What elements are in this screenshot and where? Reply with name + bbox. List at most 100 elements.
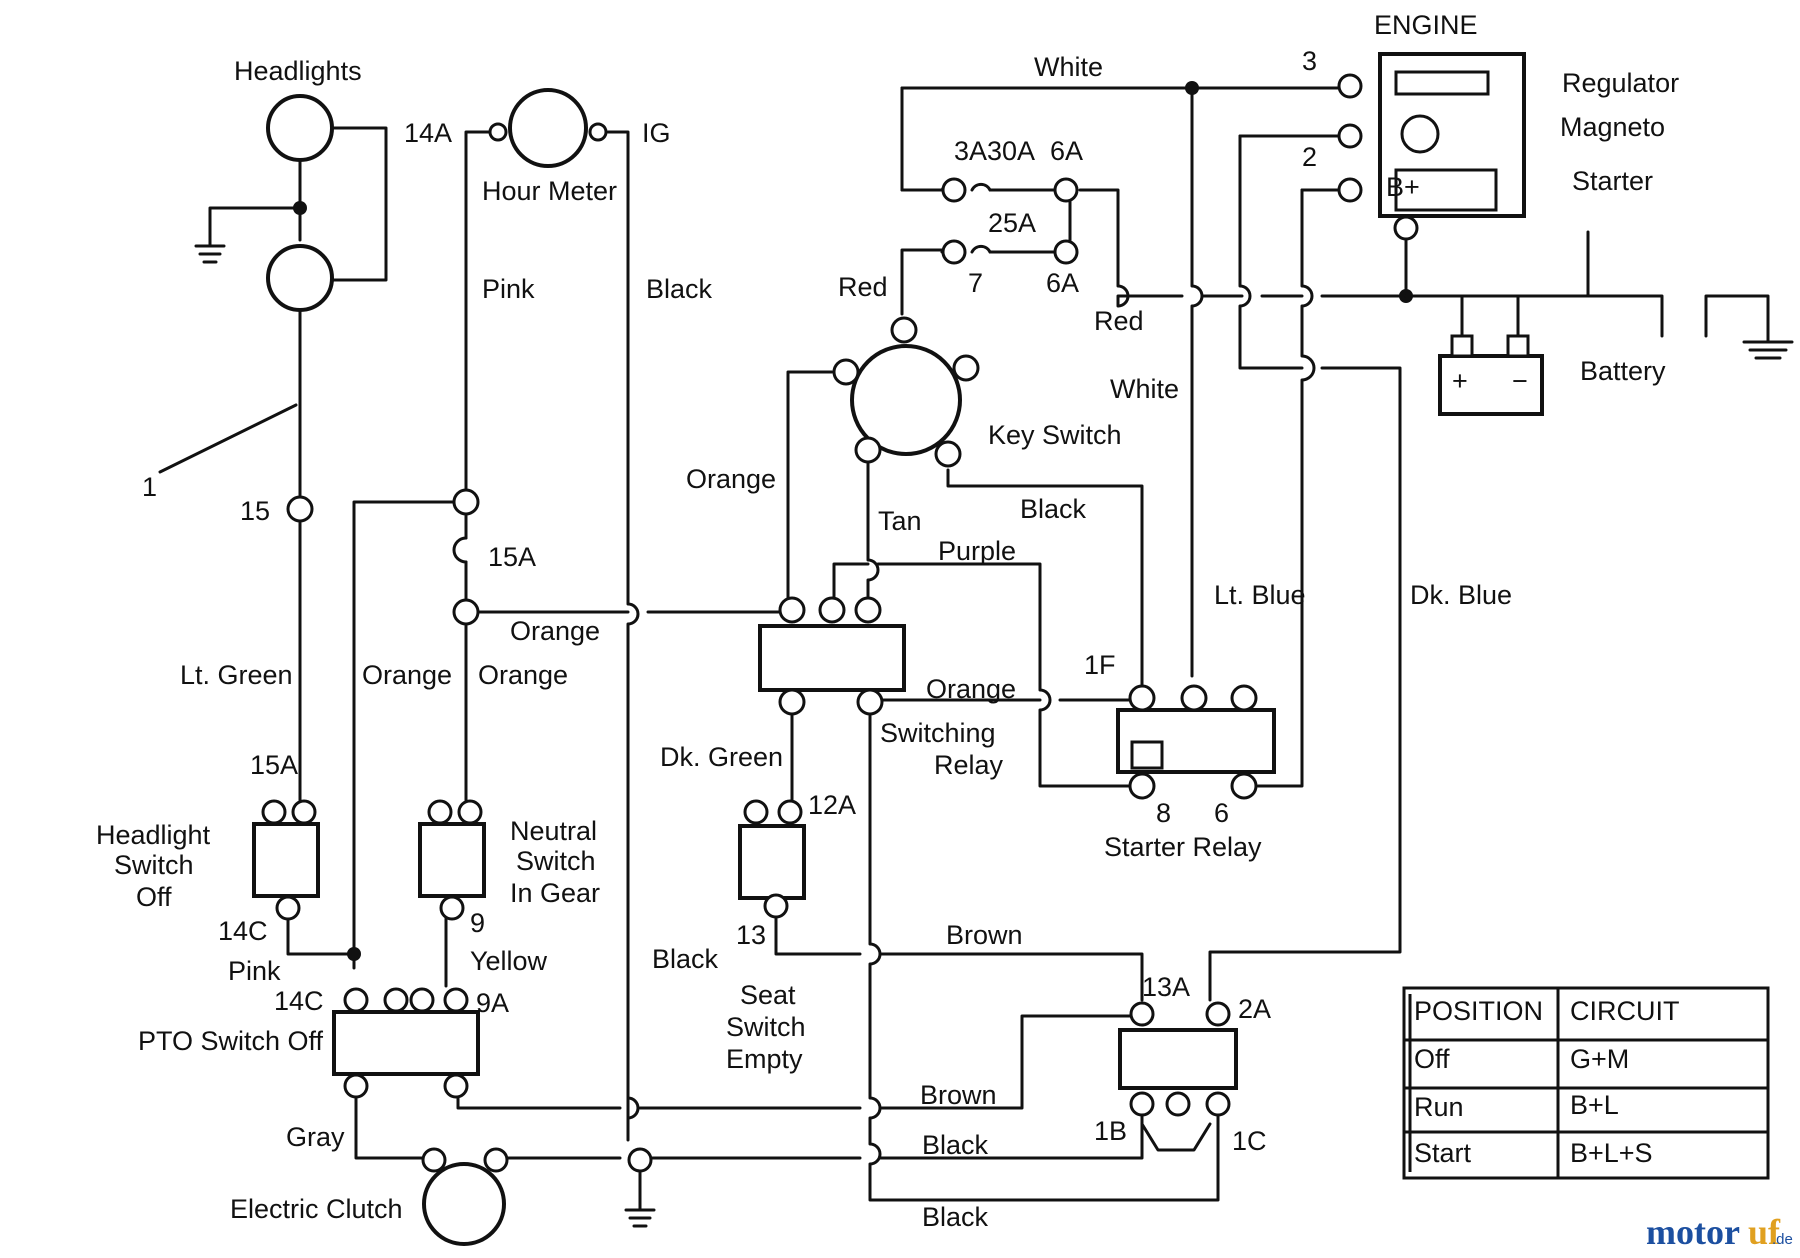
headlight-lower-icon [266, 244, 334, 312]
svg-text:Orange: Orange [926, 674, 1016, 704]
seat-switch-block [738, 824, 806, 900]
svg-text:6A: 6A [1046, 268, 1079, 298]
svg-text:8: 8 [1156, 798, 1171, 828]
svg-text:Purple: Purple [938, 536, 1016, 566]
watermark-logo: motor uf .de [1646, 1212, 1793, 1252]
svg-text:Black: Black [922, 1130, 989, 1160]
svg-text:14C: 14C [218, 916, 268, 946]
svg-text:Lt. Blue: Lt. Blue [1214, 580, 1306, 610]
label-battery: Battery [1580, 356, 1666, 386]
label-key-switch: Key Switch [988, 420, 1122, 450]
svg-text:1: 1 [142, 472, 157, 502]
label-switching-relay-1: Switching [880, 718, 996, 748]
svg-text:Brown: Brown [920, 1080, 997, 1110]
label-hour-meter: Hour Meter [482, 176, 617, 206]
svg-text:13A: 13A [1142, 972, 1190, 1002]
label-headlight-switch-1: Headlight [96, 820, 211, 850]
headlight-upper-icon [266, 94, 334, 162]
svg-text:25A: 25A [988, 208, 1036, 238]
svg-text:14A: 14A [404, 118, 452, 148]
label-seat-switch-3: Empty [726, 1044, 803, 1074]
svg-text:Orange: Orange [686, 464, 776, 494]
svg-text:Pink: Pink [228, 956, 281, 986]
svg-text:7: 7 [968, 268, 983, 298]
label-starter: Starter [1572, 166, 1653, 196]
svg-text:White: White [1110, 374, 1179, 404]
svg-text:Black: Black [646, 274, 713, 304]
component-labels: ENGINE Regulator Magneto Starter B+ Batt… [96, 10, 1679, 1224]
label-neutral-switch-3: In Gear [510, 878, 600, 908]
position-circuit-table: POSITION CIRCUIT Off G+M Run B+L Start B… [1402, 986, 1770, 1180]
label-headlight-switch-2: Switch [114, 850, 194, 880]
svg-text:Brown: Brown [946, 920, 1023, 950]
pto-switch-block [332, 1010, 480, 1076]
svg-text:uf: uf [1748, 1212, 1781, 1252]
svg-text:Orange: Orange [478, 660, 568, 690]
switching-relay-block [758, 624, 906, 692]
svg-text:6: 6 [1214, 798, 1229, 828]
table-header-circuit: CIRCUIT [1570, 996, 1680, 1026]
label-seat-switch-2: Switch [726, 1012, 806, 1042]
headlight-switch-block [252, 822, 320, 898]
label-neutral-switch-1: Neutral [510, 816, 597, 846]
svg-text:IG: IG [642, 118, 671, 148]
svg-text:Tan: Tan [878, 506, 922, 536]
label-battery-plus: + [1452, 366, 1468, 396]
svg-text:Orange: Orange [362, 660, 452, 690]
wire-hops [627, 284, 1316, 1166]
table-cell: Run [1414, 1092, 1464, 1122]
svg-text:motor: motor [1646, 1212, 1740, 1252]
svg-text:1B: 1B [1094, 1116, 1127, 1146]
svg-text:Dk. Blue: Dk. Blue [1410, 580, 1512, 610]
svg-text:15A: 15A [250, 750, 298, 780]
svg-text:Red: Red [1094, 306, 1144, 336]
ground-icon [194, 236, 1794, 1228]
svg-text:1C: 1C [1232, 1126, 1267, 1156]
label-regulator: Regulator [1562, 68, 1679, 98]
svg-text:9: 9 [470, 908, 485, 938]
label-electric-clutch: Electric Clutch [230, 1194, 403, 1224]
svg-text:13: 13 [736, 920, 766, 950]
label-starter-relay: Starter Relay [1104, 832, 1262, 862]
svg-text:Yellow: Yellow [470, 946, 548, 976]
svg-text:.de: .de [1772, 1231, 1793, 1248]
label-magneto: Magneto [1560, 112, 1665, 142]
svg-text:Pink: Pink [482, 274, 535, 304]
svg-text:Black: Black [652, 944, 719, 974]
svg-text:6A: 6A [1050, 136, 1083, 166]
table-cell: G+M [1570, 1044, 1629, 1074]
electric-clutch-icon [422, 1162, 506, 1246]
svg-text:15: 15 [240, 496, 270, 526]
svg-text:14C: 14C [274, 986, 324, 1016]
table-cell: Off [1414, 1044, 1450, 1074]
hour-meter-icon [508, 88, 588, 168]
svg-text:Gray: Gray [286, 1122, 345, 1152]
svg-text:2: 2 [1302, 142, 1317, 172]
svg-text:Orange: Orange [510, 616, 600, 646]
svg-text:Lt. Green: Lt. Green [180, 660, 293, 690]
label-headlights: Headlights [234, 56, 362, 86]
interlock-relay-block [1118, 1028, 1238, 1090]
table-cell: B+L+S [1570, 1138, 1653, 1168]
label-switching-relay-2: Relay [934, 750, 1004, 780]
svg-text:12A: 12A [808, 790, 856, 820]
svg-text:9A: 9A [476, 988, 509, 1018]
svg-text:White: White [1034, 52, 1103, 82]
svg-text:3A30A: 3A30A [954, 136, 1035, 166]
svg-text:Red: Red [838, 272, 888, 302]
svg-text:2A: 2A [1238, 994, 1271, 1024]
label-seat-switch-1: Seat [740, 980, 796, 1010]
key-switch-icon [850, 344, 962, 456]
junction-dots [293, 81, 1413, 961]
table-cell: B+L [1570, 1090, 1619, 1120]
svg-text:Black: Black [922, 1202, 989, 1232]
terminal-labels: 14A IG 3 2 3A30A 6A 25A 7 6A 15 15A 15A … [142, 46, 1317, 1156]
label-headlight-switch-3: Off [136, 882, 172, 912]
label-pto-switch: PTO Switch Off [138, 1026, 324, 1056]
wire-labels: White White Red Red Pink Pink Black Blac… [180, 52, 1512, 1232]
table-header-position: POSITION [1414, 996, 1543, 1026]
label-neutral-switch-2: Switch [516, 846, 596, 876]
neutral-switch-block [418, 822, 486, 898]
svg-text:1F: 1F [1084, 650, 1116, 680]
